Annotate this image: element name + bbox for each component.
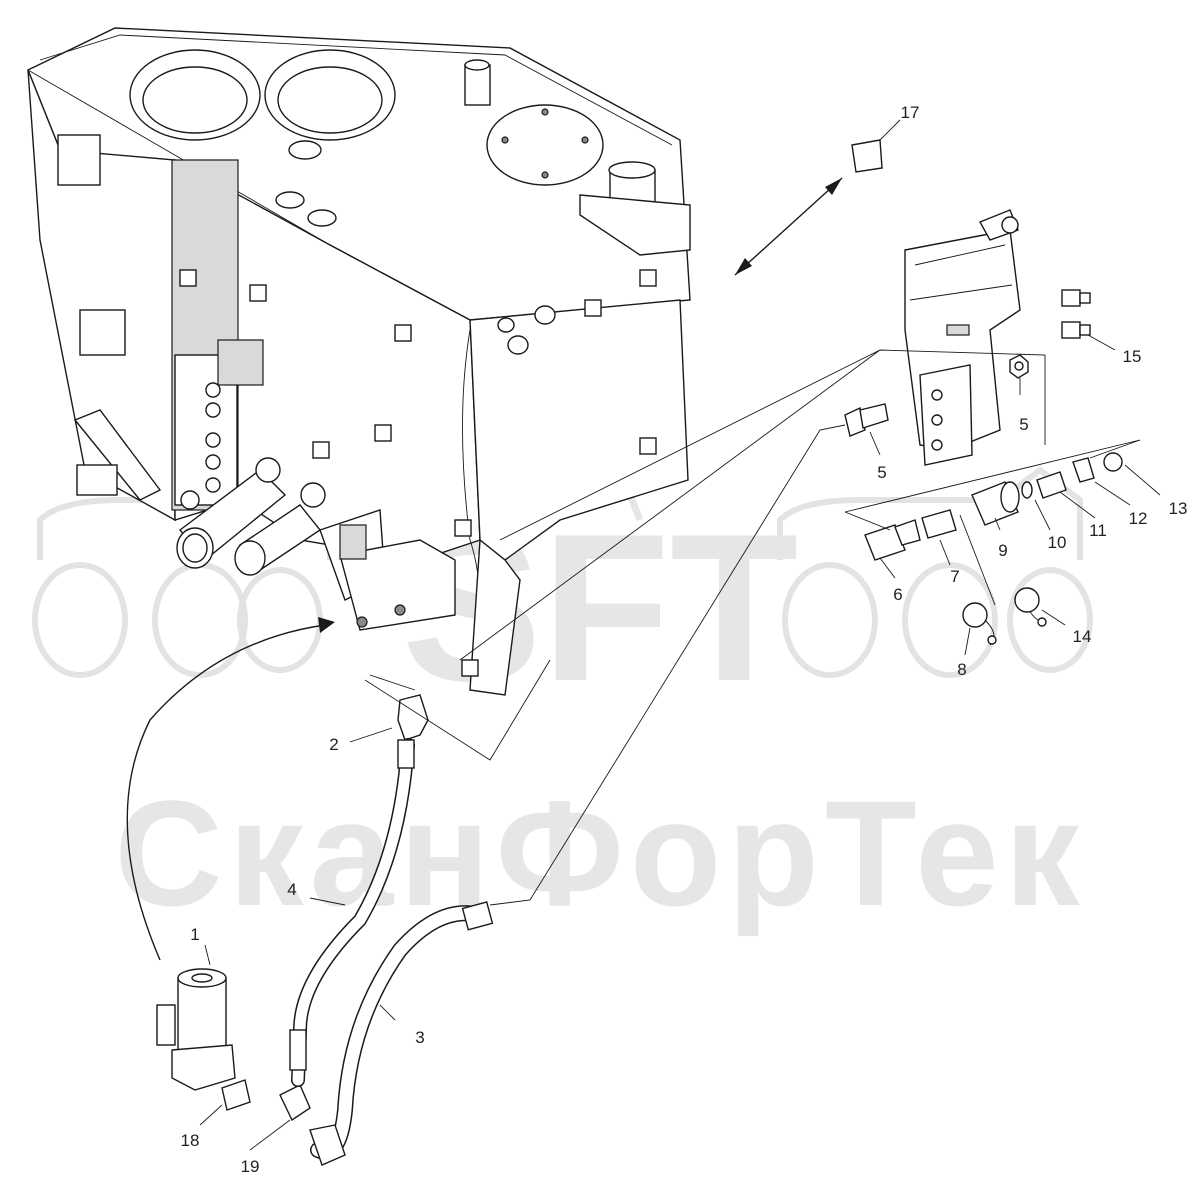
pressure-filter-1 (156, 968, 236, 1091)
outlet-pipe-left (176, 469, 287, 569)
elbow-19 (279, 1084, 311, 1122)
callout-11: 11 (1089, 521, 1107, 540)
nipple-11 (1036, 471, 1067, 499)
callout-8: 8 (957, 660, 966, 679)
callout-4: 4 (287, 880, 296, 899)
callout-labels: 1 2 3 4 5 5 6 7 8 9 10 11 12 13 14 15 17… (181, 103, 1188, 1176)
bulkhead-fitting-5 (844, 403, 889, 437)
callout-15: 15 (1123, 347, 1142, 366)
callout-12: 12 (1129, 509, 1148, 528)
leader-lines (126, 119, 1161, 1151)
callout-1: 1 (190, 925, 199, 944)
callout-10: 10 (1048, 533, 1067, 552)
outlet-pipe-right (234, 457, 326, 576)
callout-18: 18 (181, 1131, 200, 1150)
callout-14: 14 (1073, 627, 1092, 646)
watermark-tractor-right (777, 466, 1093, 678)
watermark: SFT СканФорТек (32, 246, 1093, 937)
callout-9: 9 (998, 541, 1007, 560)
hose-4 (289, 738, 415, 1087)
plate-17 (851, 139, 883, 173)
callout-13: 13 (1169, 499, 1188, 518)
filter-mount-bracket (319, 509, 456, 631)
nipple-7 (921, 509, 957, 539)
watermark-brand: СканФорТек (114, 769, 1085, 937)
tank-cover-plate (486, 104, 604, 186)
coupler-9 (971, 481, 1020, 526)
callout-5-nut: 5 (1019, 415, 1028, 434)
callout-5-fitting: 5 (877, 463, 886, 482)
nut-5 (1009, 354, 1029, 379)
callout-2: 2 (329, 735, 338, 754)
hose-3 (309, 901, 494, 1166)
o-ring-10 (1021, 481, 1033, 499)
toggle-switch-15 (1061, 289, 1091, 339)
hydraulic-tank-frame (27, 27, 691, 696)
callout-6: 6 (893, 585, 902, 604)
callout-19: 19 (241, 1157, 260, 1176)
callout-3: 3 (415, 1028, 424, 1047)
dust-cap-14 (1014, 587, 1047, 627)
sleeve-13 (1103, 452, 1123, 472)
fitting-18 (221, 1079, 251, 1111)
adapter-6 (864, 519, 921, 561)
dust-cap-8 (962, 602, 997, 646)
callout-17: 17 (901, 103, 920, 122)
cap-12 (1072, 457, 1095, 483)
callout-7: 7 (950, 567, 959, 586)
quick-coupler-bracket (904, 209, 1021, 466)
